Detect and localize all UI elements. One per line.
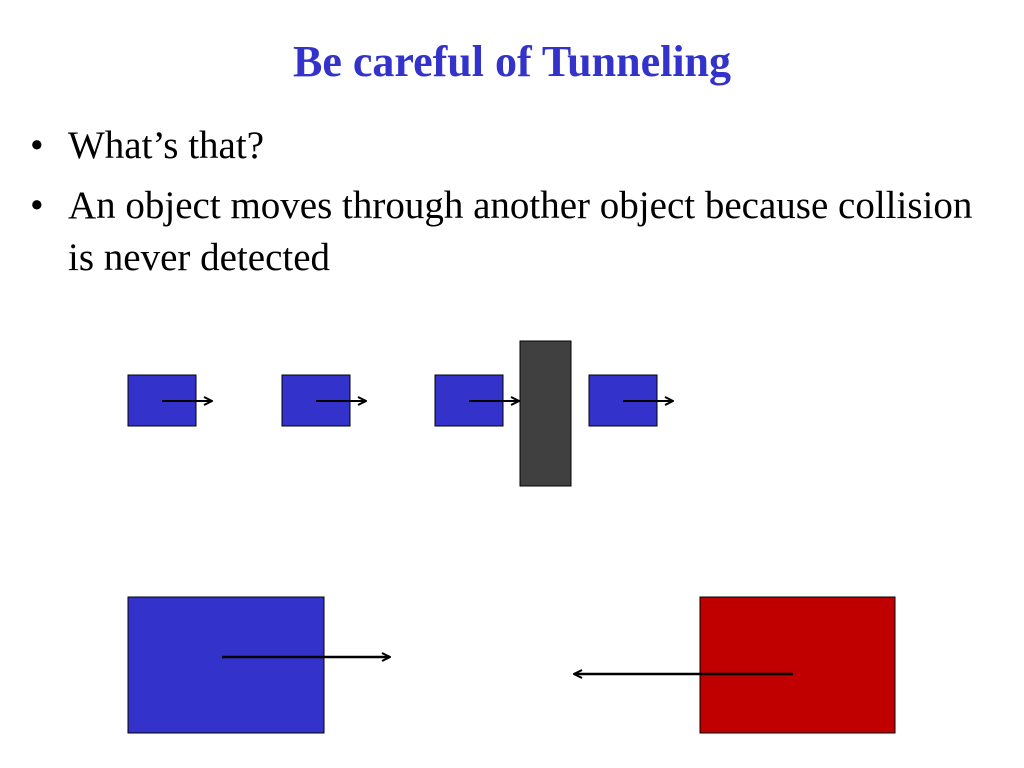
- wall-obstacle: [519, 340, 572, 487]
- bullet-list: • What’s that? • An object moves through…: [30, 120, 990, 292]
- slide-title: Be careful of Tunneling: [292, 37, 732, 86]
- bullet-item: • What’s that?: [30, 120, 990, 172]
- bullet-text: What’s that?: [68, 124, 265, 167]
- bullet-marker: •: [30, 184, 44, 227]
- blue-object: [127, 596, 325, 734]
- bullet-item: • An object moves through another object…: [30, 180, 990, 284]
- red-object: [699, 596, 896, 734]
- bullet-marker: •: [30, 124, 44, 167]
- bullet-text: An object moves through another object b…: [68, 184, 973, 279]
